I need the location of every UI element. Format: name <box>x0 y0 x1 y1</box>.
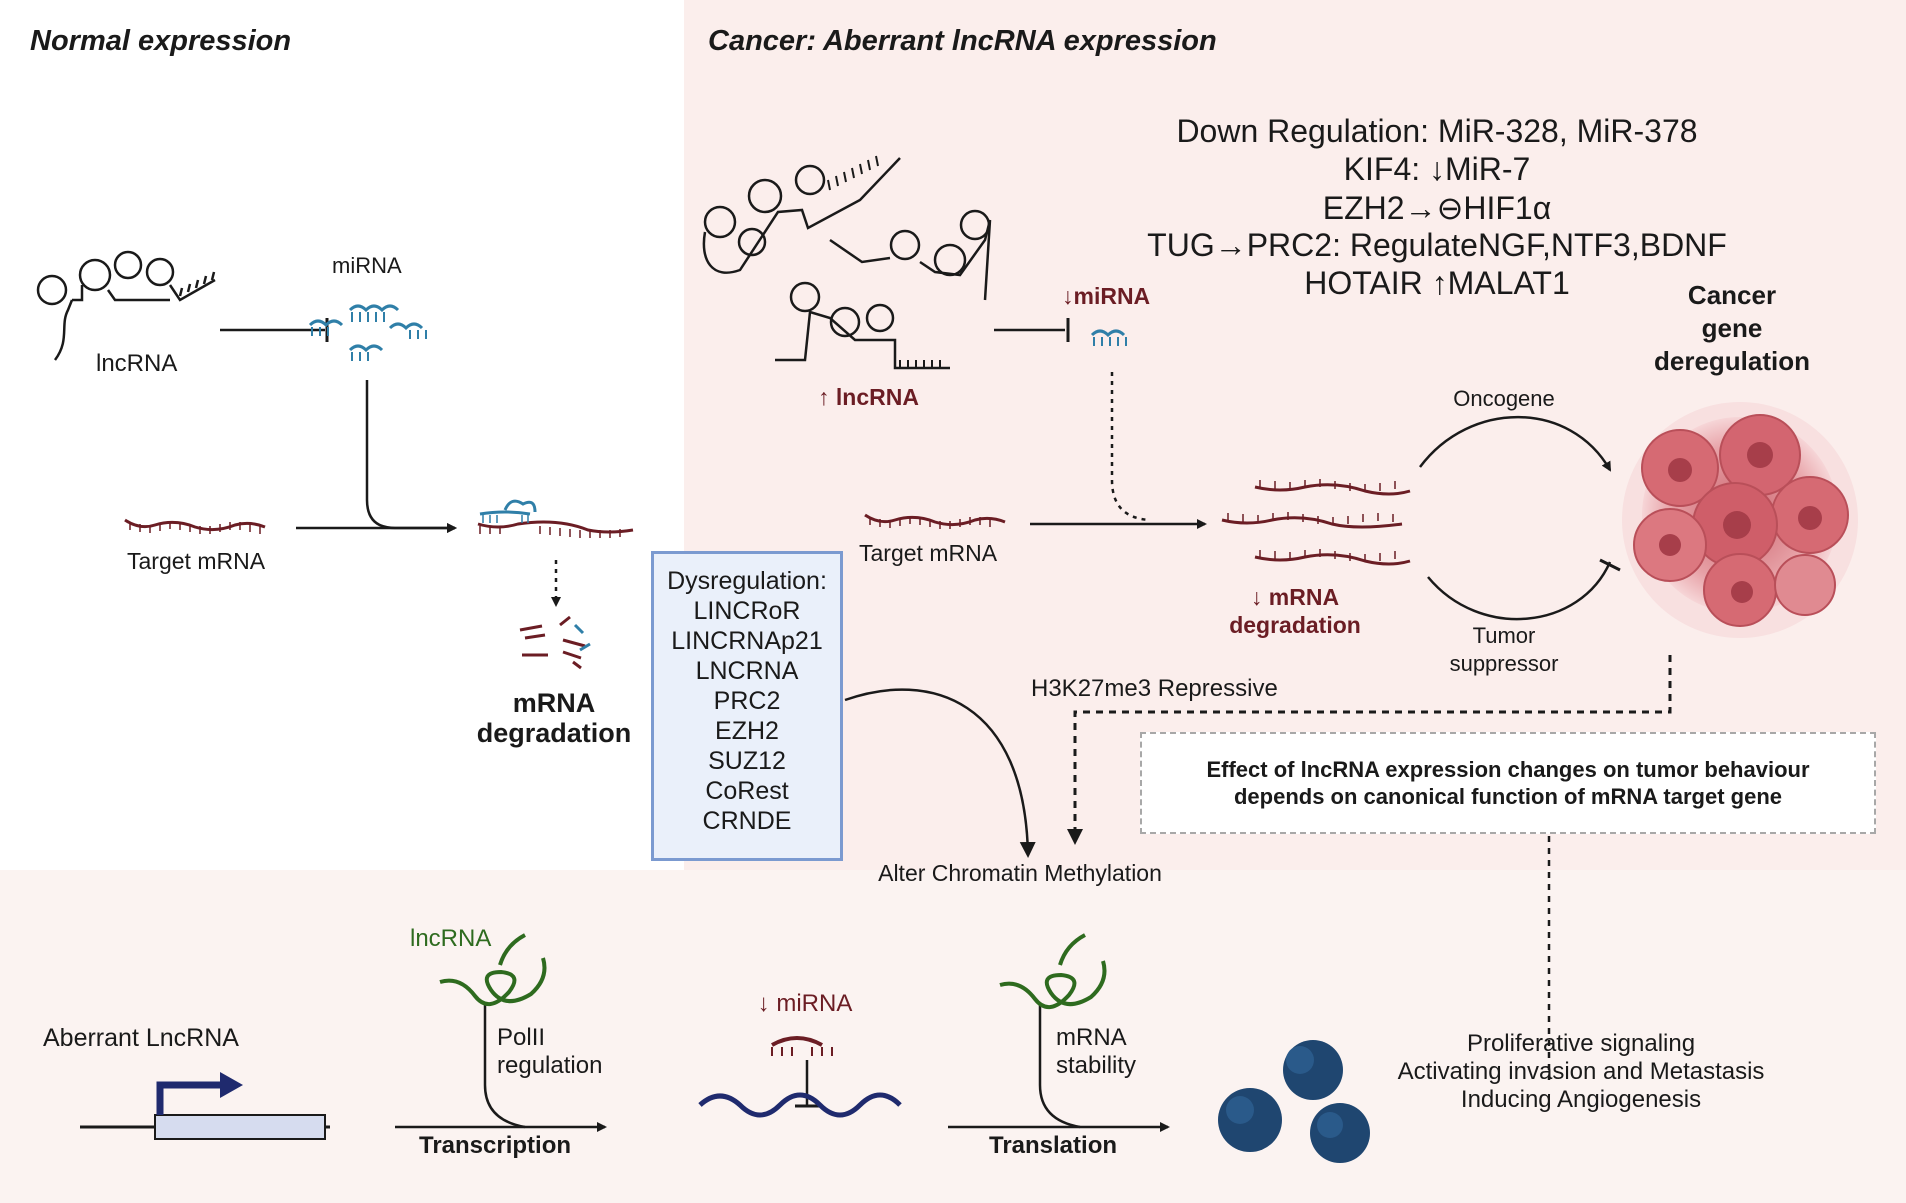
outcome-line-2: Activating invasion and Metastasis <box>1397 1058 1765 1085</box>
mirna-cluster-icon <box>308 304 427 361</box>
tumor-suppressor-line2: suppressor <box>1449 651 1559 676</box>
regulation-line-5: HOTAIR ↑MALAT1 <box>1304 265 1570 301</box>
lncrna-structure-icon <box>36 250 216 361</box>
effect-note-line1: Effect of lncRNA expression changes on t… <box>1206 757 1810 782</box>
dysregulation-item: EZH2 <box>715 717 779 745</box>
mrna-stability-line2: stability <box>1056 1052 1137 1079</box>
cancer-expression-title: Cancer: Aberrant lncRNA expression <box>708 25 1217 57</box>
cancer-deregulation-line3: deregulation <box>1653 346 1811 376</box>
dysregulation-item: CoRest <box>705 777 789 805</box>
down-mrna-label-line2: degradation <box>1229 612 1361 638</box>
dysregulation-item: LNCRNA <box>695 657 799 685</box>
mirna-label: miRNA <box>332 253 402 278</box>
aberrant-lncrna-label: Aberrant LncRNA <box>43 1024 239 1052</box>
polii-label-line1: PolII <box>497 1024 546 1051</box>
regulation-line-1: Down Regulation: MiR-328, MiR-378 <box>1176 113 1698 149</box>
target-mrna-cancer-label: Target mRNA <box>859 540 998 566</box>
regulation-line-2: KIF4: ↓MiR-7 <box>1343 151 1531 187</box>
dysregulation-item: LINCRNAp21 <box>671 627 823 655</box>
lncrna-label: lncRNA <box>96 350 178 377</box>
mrna-stability-line1: mRNA <box>1056 1024 1127 1051</box>
tumor-cell-cluster-icon <box>1622 402 1858 638</box>
accumulated-mrna-icon <box>1221 479 1411 566</box>
gene-promoter-icon <box>80 1072 330 1140</box>
target-mrna-normal-icon <box>124 518 266 534</box>
tumor-suppressor-line1: Tumor <box>1472 623 1536 648</box>
down-mrna-label-line1: ↓ mRNA <box>1250 584 1340 610</box>
polii-label-line2: regulation <box>497 1052 603 1079</box>
alter-chromatin-label: Alter Chromatin Methylation <box>878 860 1162 886</box>
lncrna-green-label: lncRNA <box>410 925 492 952</box>
degraded-mrna-fragments-icon <box>519 615 591 670</box>
transcription-label: Transcription <box>418 1132 572 1159</box>
cancer-deregulation-line1: Cancer <box>1687 280 1777 310</box>
effect-note-line2: depends on canonical function of mRNA ta… <box>1233 784 1782 809</box>
mirna-mrna-complex-icon <box>477 499 634 538</box>
bottom-panel-background <box>0 870 1906 1203</box>
lncrna-green-1-icon <box>439 933 547 1006</box>
mirna-inhibition-icon <box>698 1036 902 1118</box>
h3k27me3-label: H3K27me3 Repressive <box>1031 675 1278 702</box>
upregulated-lncrna-structures-icon <box>702 155 992 370</box>
up-lncrna-label: ↑ lncRNA <box>818 384 919 410</box>
dysregulation-box: Dysregulation: LINCRoR LINCRNAp21 LNCRNA… <box>651 551 843 861</box>
dysregulation-item: LINCRoR <box>693 597 801 625</box>
regulation-line-4: TUG→PRC2: RegulateNGF,NTF3,BDNF <box>1147 227 1727 263</box>
dysregulation-heading: Dysregulation: <box>667 567 827 595</box>
effect-note-box: Effect of lncRNA expression changes on t… <box>1140 732 1876 834</box>
target-mrna-normal-label: Target mRNA <box>127 548 266 574</box>
outcome-line-3: Inducing Angiogenesis <box>1460 1086 1702 1113</box>
dysregulation-item: PRC2 <box>713 687 781 715</box>
oncogene-label: Oncogene <box>1453 386 1555 411</box>
regulation-line-3: EZH2→⊖HIF1α <box>1322 190 1552 226</box>
target-mrna-cancer-icon <box>864 513 1006 529</box>
down-mirna-label: ↓miRNA <box>1062 283 1151 309</box>
outcome-line-1: Proliferative signaling <box>1466 1030 1696 1057</box>
cancer-deregulation-line2: gene <box>1701 313 1763 343</box>
dysregulation-item: CRNDE <box>702 807 792 835</box>
reduced-mirna-icon <box>1090 329 1127 346</box>
protein-cluster-icon <box>1218 1040 1370 1163</box>
translation-label: Translation <box>988 1132 1118 1159</box>
bottom-down-mirna-label: ↓ miRNA <box>757 990 853 1017</box>
normal-expression-title: Normal expression <box>30 25 292 57</box>
mrna-degradation-line1: mRNA <box>512 688 596 718</box>
dysregulation-item: SUZ12 <box>708 747 786 775</box>
mrna-degradation-line2: degradation <box>476 718 632 748</box>
lncrna-green-2-icon <box>999 933 1107 1009</box>
